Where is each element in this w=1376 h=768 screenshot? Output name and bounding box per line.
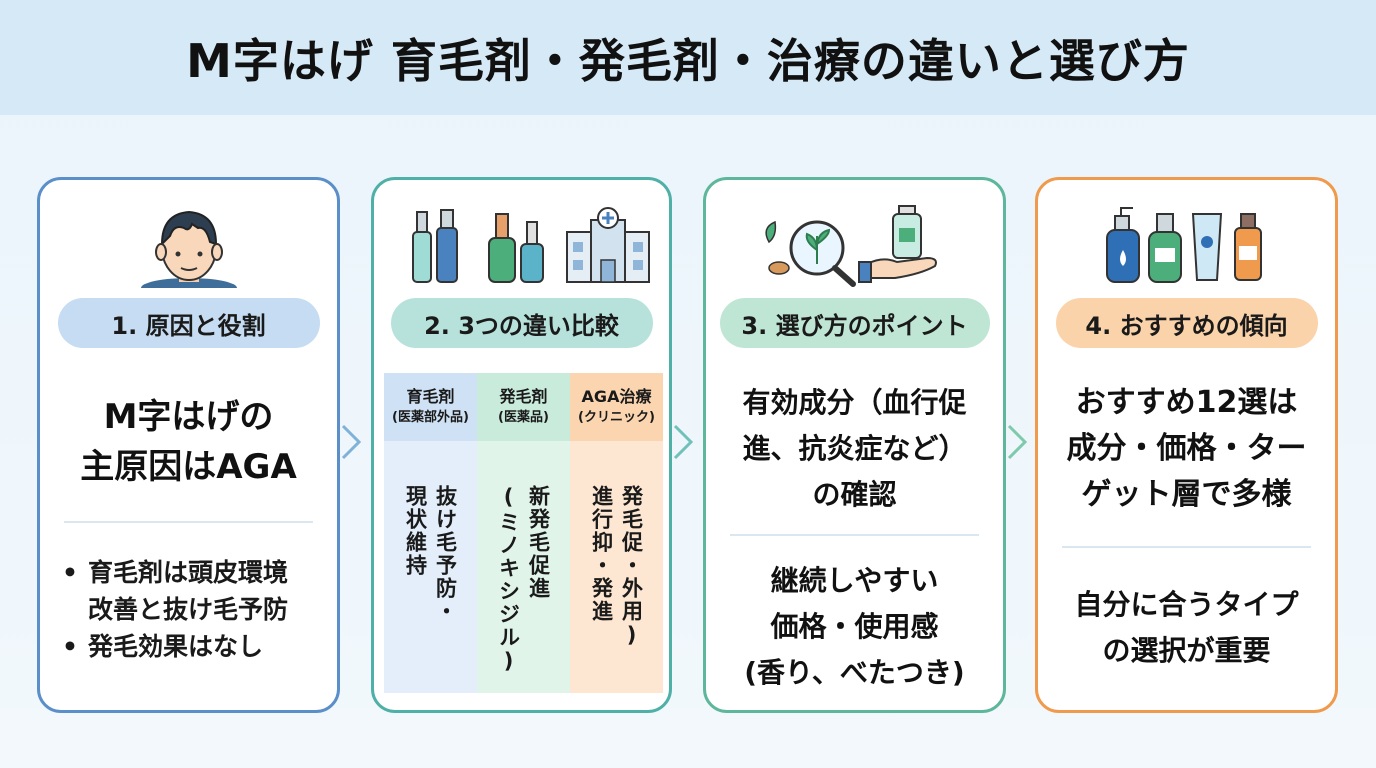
column-subheader: (クリニック) [578, 410, 655, 425]
card-label-recommendation: 4. おすすめの傾向 [1055, 298, 1318, 348]
card-selection-points: 3. 選び方のポイント 有効成分（血行促 進、抗炎症など） の確認 継続しやすい… [703, 177, 1006, 713]
card-label-comparison: 2. 3つの違い比較 [390, 298, 653, 348]
list-item-continuation: 改善と抜け毛予防 [88, 595, 289, 624]
hospital-icon [565, 207, 650, 283]
column-subheader: (医薬品) [498, 410, 549, 425]
column-header: 発毛剤 [499, 387, 548, 406]
column-header: AGA治療 [581, 387, 652, 406]
bullet-list: 育毛剤は頭皮環境 改善と抜け毛予防 発毛効果はなし [62, 554, 327, 665]
divider [1062, 546, 1311, 548]
chevron-right-icon [673, 424, 694, 460]
column-hatsumo: 発毛剤 (医薬品) 新発毛促進 (ミノキシジル) [477, 373, 570, 693]
page-title: M字はげ 育毛剤・発毛剤・治療の違いと選び方 [186, 33, 1190, 88]
head-hair-loss-icon [40, 202, 337, 288]
secondary-statement: 自分に合うタイプ の選択が重要 [1074, 588, 1299, 667]
column-aga: AGA治療 (クリニック) 発毛促・外用) 進行抑・発進 [570, 373, 663, 693]
card-label-selection: 3. 選び方のポイント [719, 298, 990, 348]
card-recommendation: 4. おすすめの傾向 おすすめ12選は 成分・価格・ター ゲット層で多様 自分に… [1035, 177, 1338, 713]
card-comparison: 2. 3つの違い比較 育毛剤 (医薬部外品) 抜け毛予防・ 現状維持 発毛剤 (… [371, 177, 672, 713]
secondary-statement: 継続しやすい 価格・使用感 (香り、べたつき) [744, 564, 965, 689]
column-text: 新発毛促進 [526, 485, 551, 600]
divider [64, 521, 313, 523]
card-cause-role: 1. 原因と役割 M字はげの 主原因はAGA 育毛剤は頭皮環境 改善と抜け毛予防… [37, 177, 340, 713]
hand-bottle-icon [857, 205, 937, 283]
product-bottles-icon [1038, 202, 1335, 288]
magnifier-leaf-icon [706, 202, 1003, 288]
chevron-right-icon [1007, 424, 1028, 460]
column-text: 抜け毛予防・ [433, 485, 458, 623]
column-header: 育毛剤 [406, 387, 455, 406]
chevron-right-icon [341, 424, 362, 460]
main-statement: M字はげの 主原因はAGA [80, 397, 297, 487]
main-statement: おすすめ12選は 成分・価格・ター ゲット層で多様 [1066, 385, 1307, 512]
header-banner: M字はげ 育毛剤・発毛剤・治療の違いと選び方 [0, 0, 1376, 115]
main-statement: 有効成分（血行促 進、抗炎症など） の確認 [742, 386, 967, 511]
comparison-table: 育毛剤 (医薬部外品) 抜け毛予防・ 現状維持 発毛剤 (医薬品) 新発毛促進 … [384, 373, 663, 693]
bottles-icon [374, 202, 669, 288]
column-subheader: (医薬部外品) [392, 410, 469, 425]
column-text: 現状維持 [403, 485, 428, 577]
column-text: 発毛促・外用) [619, 485, 644, 649]
divider [730, 534, 979, 536]
list-item: 発毛効果はなし [62, 628, 327, 665]
column-text: (ミノキシジル) [496, 485, 521, 675]
column-text: 進行抑・発進 [589, 485, 614, 623]
column-ikumo: 育毛剤 (医薬部外品) 抜け毛予防・ 現状維持 [384, 373, 477, 693]
list-item: 育毛剤は頭皮環境 [62, 554, 327, 591]
card-label-cause: 1. 原因と役割 [57, 298, 320, 348]
